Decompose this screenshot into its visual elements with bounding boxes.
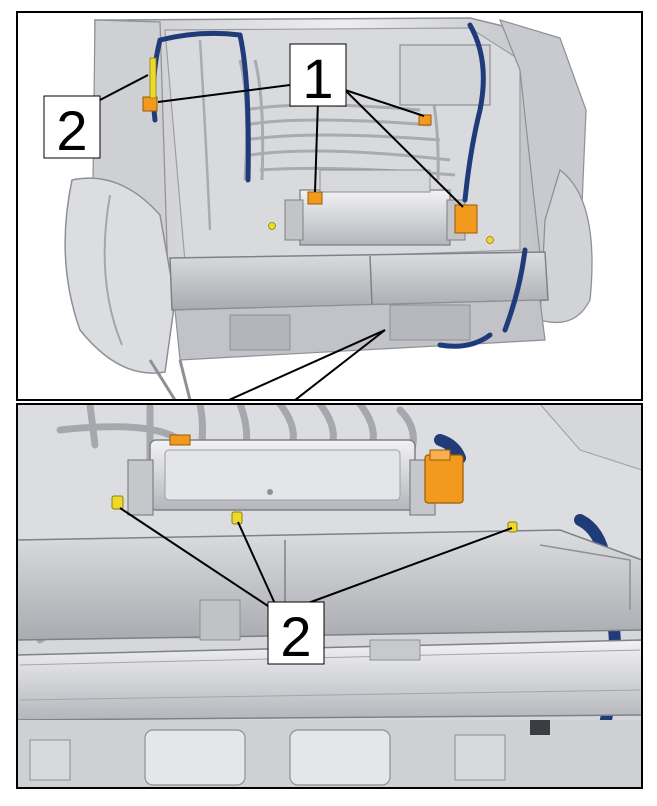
callout-2-top: 2 bbox=[43, 95, 101, 162]
connector-large-detail bbox=[424, 449, 464, 504]
overview-panel-frame bbox=[16, 11, 643, 401]
detail-panel: 2 bbox=[17, 404, 642, 788]
lower-rail-detail bbox=[17, 599, 642, 721]
screw-left-detail bbox=[111, 495, 124, 510]
control-module-detail bbox=[127, 434, 436, 516]
control-module-top bbox=[284, 169, 466, 246]
bracket-module-upper bbox=[399, 44, 491, 106]
screws-detail bbox=[111, 495, 518, 533]
screw-left-top bbox=[149, 57, 157, 99]
connector-left bbox=[142, 96, 158, 112]
callout-2-bottom-label: 2 bbox=[280, 605, 311, 668]
screw-right-detail bbox=[507, 521, 518, 533]
connector-large bbox=[454, 204, 478, 234]
callout-2-top-label: 2 bbox=[56, 99, 87, 162]
screw-center-detail bbox=[231, 511, 243, 525]
zoom-indicator-lines bbox=[226, 329, 386, 400]
overview-panel: 1 2 bbox=[17, 12, 642, 400]
cross-member-top bbox=[169, 251, 549, 311]
bottom-structure-detail bbox=[17, 720, 642, 788]
leader-lines-top bbox=[99, 74, 464, 208]
cross-member-detail bbox=[17, 529, 642, 641]
callout-2-bottom: 2 bbox=[267, 601, 325, 668]
connector-upper-right bbox=[418, 114, 432, 126]
detail-panel-frame bbox=[16, 403, 643, 789]
callout-1: 1 bbox=[289, 43, 347, 110]
callout-1-label: 1 bbox=[302, 47, 333, 110]
screws-top bbox=[149, 57, 494, 244]
connector-center bbox=[307, 191, 323, 205]
leader-lines-detail bbox=[119, 507, 513, 607]
